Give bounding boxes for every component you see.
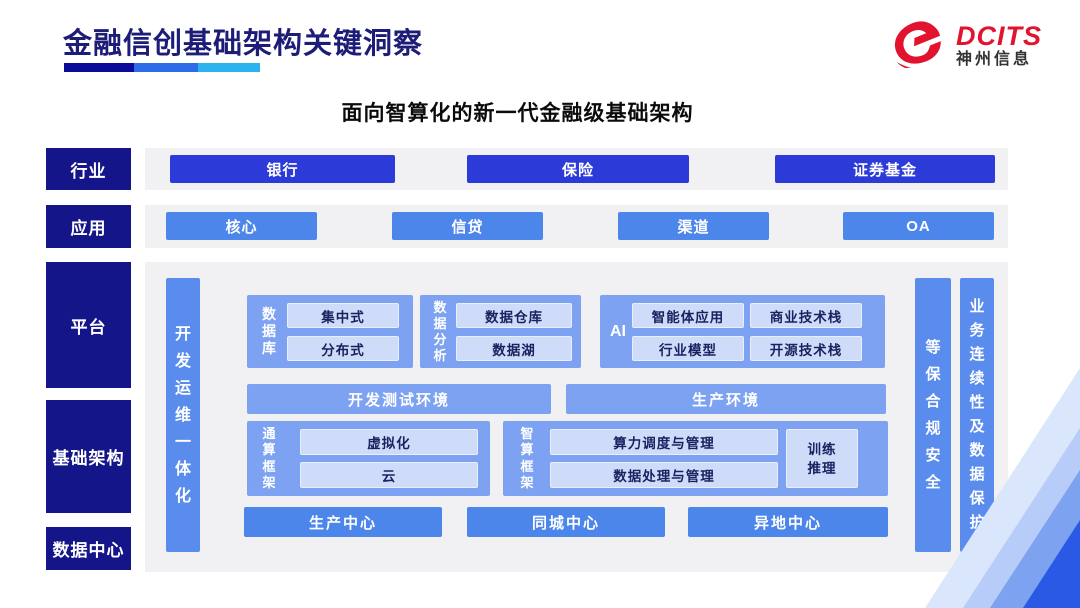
- title-underline: [64, 63, 260, 72]
- devops-bar: 开发运维一体化: [166, 278, 200, 552]
- underline-segment-dark: [64, 63, 134, 72]
- item-agent-app: 智能体应用: [632, 303, 744, 328]
- general-compute-label: 通算框架: [262, 425, 276, 491]
- row-label-infrastructure: 基础架构: [46, 400, 131, 513]
- item-compute-scheduling: 算力调度与管理: [550, 429, 778, 455]
- page-title: 金融信创基础架构关键洞察: [63, 28, 424, 60]
- item-data-lake: 数据湖: [456, 336, 572, 361]
- intelligent-compute-group: 智算框架 算力调度与管理 数据处理与管理 训练推理: [503, 421, 888, 496]
- item-industry-model: 行业模型: [632, 336, 744, 361]
- ai-group: AI 智能体应用 商业技术栈 行业模型 开源技术栈: [600, 295, 885, 368]
- database-group: 数据库 集中式 分布式: [247, 295, 413, 368]
- item-distributed: 分布式: [287, 336, 399, 361]
- item-virtualization: 虚拟化: [300, 429, 478, 455]
- intelligent-compute-label: 智算框架: [520, 425, 534, 491]
- item-commercial-stack: 商业技术栈: [750, 303, 862, 328]
- item-cloud: 云: [300, 462, 478, 488]
- item-training-inference: 训练推理: [786, 429, 858, 488]
- item-opensource-stack: 开源技术栈: [750, 336, 862, 361]
- dcits-brand-text: DCITS: [956, 20, 1042, 51]
- business-continuity-label: 业务连续性及数据保护: [969, 298, 985, 531]
- row-label-datacenter: 数据中心: [46, 527, 131, 570]
- center-same-city: 同城中心: [467, 507, 665, 537]
- row-label-application: 应用: [46, 205, 131, 248]
- devtest-env-bar: 开发测试环境: [247, 384, 551, 414]
- chip-bank: 银行: [170, 155, 395, 183]
- row-label-industry: 行业: [46, 148, 131, 190]
- center-remote: 异地中心: [688, 507, 888, 537]
- devops-bar-label: 开发运维一体化: [174, 325, 191, 505]
- analytics-group-label: 数据分析: [433, 299, 447, 363]
- chip-core: 核心: [166, 212, 317, 240]
- dcits-company-text: 神州信息: [956, 51, 1033, 69]
- production-env-bar: 生产环境: [566, 384, 886, 414]
- ai-group-label: AI: [610, 322, 626, 340]
- chip-channel: 渠道: [618, 212, 769, 240]
- row-label-platform: 平台: [46, 262, 131, 388]
- analytics-group: 数据分析 数据仓库 数据湖: [420, 295, 581, 368]
- item-data-management: 数据处理与管理: [550, 462, 778, 488]
- chip-insurance: 保险: [467, 155, 689, 183]
- dcits-swirl-icon: [890, 18, 948, 73]
- underline-segment-mid: [134, 63, 198, 72]
- general-compute-group: 通算框架 虚拟化 云: [247, 421, 490, 496]
- database-group-label: 数据库: [262, 306, 276, 356]
- underline-segment-light: [198, 63, 260, 72]
- dcits-logo: DCITS 神州信息: [890, 18, 1042, 73]
- chip-securities: 证券基金: [775, 155, 995, 183]
- business-continuity-bar: 业务连续性及数据保护: [960, 278, 994, 552]
- center-production: 生产中心: [244, 507, 442, 537]
- security-compliance-label: 等保合规安全: [925, 339, 941, 491]
- item-data-warehouse: 数据仓库: [456, 303, 572, 328]
- diagram-subtitle: 面向智算化的新一代金融级基础架构: [341, 102, 694, 125]
- chip-oa: OA: [843, 212, 994, 240]
- item-centralized: 集中式: [287, 303, 399, 328]
- security-compliance-bar: 等保合规安全: [915, 278, 951, 552]
- chip-credit: 信贷: [392, 212, 543, 240]
